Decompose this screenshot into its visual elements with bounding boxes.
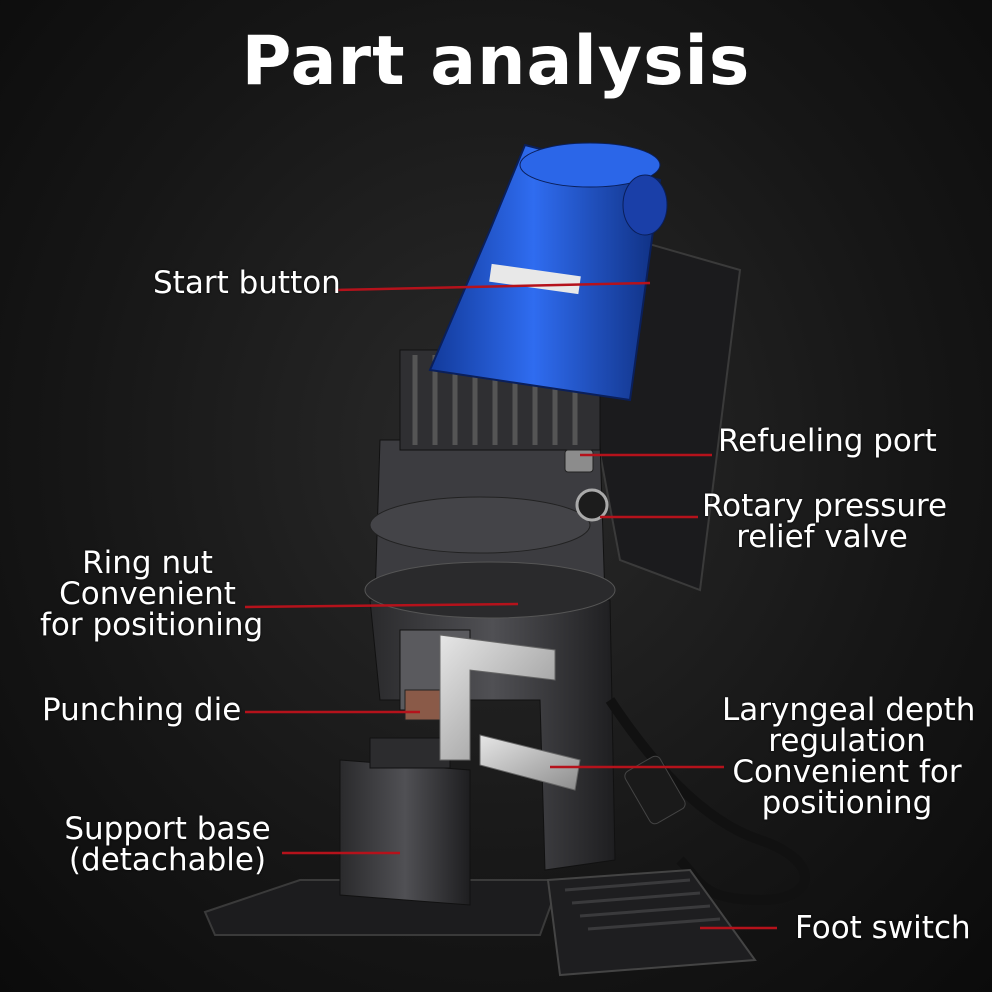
label-depth-4: positioning bbox=[761, 785, 933, 821]
ring-nut bbox=[364, 561, 616, 619]
foot-switch-body bbox=[546, 868, 757, 977]
depth-gauge-bracket bbox=[479, 734, 581, 791]
label-ring-nut-3: for positioning bbox=[40, 607, 264, 643]
label-support-base-1: Support base bbox=[64, 811, 271, 847]
diagram-title: Part analysis bbox=[241, 22, 751, 101]
pressure-relief-valve bbox=[575, 488, 609, 522]
label-support-base-2: (detachable) bbox=[68, 842, 267, 878]
label-depth-2: regulation bbox=[768, 723, 926, 759]
leader-lines bbox=[244, 281, 777, 930]
label-ring-nut-2: Convenient bbox=[59, 576, 236, 612]
label-foot-switch: Foot switch bbox=[795, 910, 971, 946]
support-base-top bbox=[369, 737, 451, 769]
positioning-bracket bbox=[439, 634, 556, 761]
flange bbox=[369, 496, 591, 554]
motor-cap bbox=[519, 142, 661, 188]
support-base bbox=[339, 759, 471, 906]
refueling-port bbox=[564, 449, 594, 473]
label-depth-3: Convenient for bbox=[732, 754, 962, 790]
label-depth-1: Laryngeal depth bbox=[722, 692, 976, 728]
leader-ring-nut bbox=[244, 602, 519, 609]
cable-connector bbox=[624, 755, 686, 825]
label-rotary-valve-1: Rotary pressure bbox=[702, 488, 948, 524]
label-punching-die: Punching die bbox=[42, 692, 242, 728]
label-ring-nut-1: Ring nut bbox=[82, 545, 213, 581]
punching-die-part bbox=[404, 689, 446, 721]
label-refueling-port: Refueling port bbox=[718, 423, 937, 459]
label-rotary-valve-2: relief valve bbox=[736, 519, 908, 555]
motor-label-strip bbox=[489, 263, 581, 295]
leader-start-button bbox=[334, 281, 651, 292]
base-plate bbox=[203, 879, 562, 936]
foot-switch-ridges bbox=[564, 878, 721, 931]
label-start-button: Start button bbox=[153, 265, 341, 301]
start-switch-housing bbox=[622, 174, 668, 236]
